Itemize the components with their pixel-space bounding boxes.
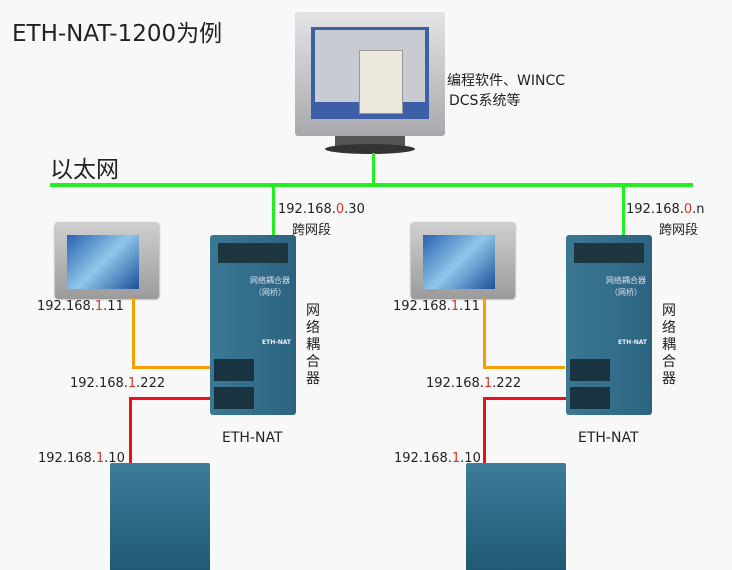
plc-ip: 192.168.1.10 <box>38 451 125 466</box>
coupler-face-label: 网络耦合器 <box>250 276 290 285</box>
hmi-link <box>483 298 486 369</box>
ethernet-bus <box>50 183 693 187</box>
cross-segment-label: 跨网段 <box>292 223 332 238</box>
cross-segment-label: 跨网段 <box>659 223 699 238</box>
coupler-uplink <box>622 185 625 237</box>
hmi-link-h <box>132 366 214 369</box>
coupler-badge: ETH-NAT <box>262 339 291 346</box>
plc-icon <box>466 463 566 570</box>
coupler-badge: ETH-NAT <box>618 339 647 346</box>
pc-caption-line2: DCS系统等 <box>449 93 521 109</box>
device-name: ETH-NAT <box>222 430 283 446</box>
eth-nat-coupler-icon: 网络耦合器 （网桥） ETH-NAT <box>566 235 652 415</box>
pc-uplink <box>372 153 375 185</box>
coupler-uplink <box>272 185 275 237</box>
plc-link-h <box>129 397 214 400</box>
coupler-ip: 192.168.1.222 <box>70 376 166 391</box>
plc-link <box>483 397 486 469</box>
hmi-ip: 192.168.1.11 <box>393 299 480 314</box>
hmi-panel-icon <box>55 223 159 299</box>
hmi-panel-icon <box>411 223 515 299</box>
uplink-ip: 192.168.0.n <box>626 202 705 217</box>
plc-link-h <box>483 397 568 400</box>
pc-monitor-icon <box>295 12 445 154</box>
device-name: ETH-NAT <box>578 430 639 446</box>
coupler-vertical-caption: 网络耦合器 <box>306 303 320 387</box>
subnet-group: 192.168.0.n 跨网段 192.168.1.11 192.168.1.2… <box>356 0 722 570</box>
pc-caption-line1: 编程软件、WINCC <box>447 73 565 89</box>
plc-link <box>129 397 132 469</box>
plc-icon <box>110 463 210 570</box>
diagram-title: ETH-NAT-1200为例 <box>12 21 223 47</box>
uplink-ip: 192.168.0.30 <box>278 202 365 217</box>
coupler-face-label: 网络耦合器 <box>606 276 646 285</box>
coupler-face-sublabel: （网桥） <box>610 288 642 297</box>
coupler-face-sublabel: （网桥） <box>254 288 286 297</box>
eth-nat-coupler-icon: 网络耦合器 （网桥） ETH-NAT <box>210 235 296 415</box>
coupler-ip: 192.168.1.222 <box>426 376 522 391</box>
subnet-group: 192.168.0.30 跨网段 192.168.1.11 192.168.1.… <box>37 185 365 570</box>
ethernet-label: 以太网 <box>50 157 119 183</box>
hmi-link <box>132 298 135 369</box>
hmi-ip: 192.168.1.11 <box>37 299 124 314</box>
coupler-vertical-caption: 网络耦合器 <box>662 303 676 387</box>
hmi-link-h <box>483 366 565 369</box>
plc-ip: 192.168.1.10 <box>394 451 481 466</box>
